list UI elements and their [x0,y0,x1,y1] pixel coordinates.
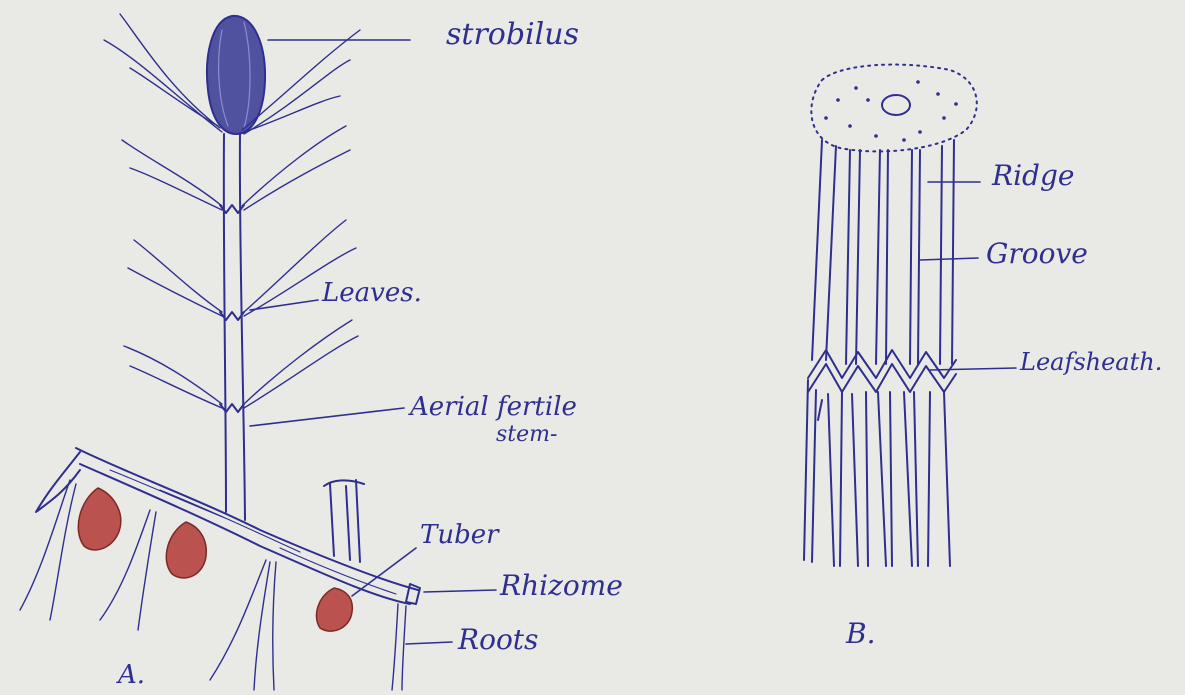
panel-label-a: A. [118,662,145,688]
label-aerial-stem-line2: stem- [496,424,557,446]
label-ridge: Ridge [992,162,1074,190]
leader-lines-a [250,40,496,644]
label-leaves: Leaves. [322,280,422,306]
leaf-sheath [804,350,956,566]
stem-top-section [811,65,976,152]
panel-label-b: B. [846,620,875,648]
label-rhizome: Rhizome [500,572,623,600]
label-strobilus: strobilus [446,20,579,50]
label-aerial-stem-line1: Aerial fertile [410,394,577,420]
strobilus [207,16,265,134]
aerial-stem [220,134,245,520]
ridges-and-grooves [812,140,954,364]
label-roots: Roots [458,626,538,654]
label-tuber: Tuber [420,522,499,548]
leader-lines-b [920,182,1016,370]
label-groove: Groove [986,240,1088,268]
label-leafsheath: Leafsheath. [1020,350,1162,374]
